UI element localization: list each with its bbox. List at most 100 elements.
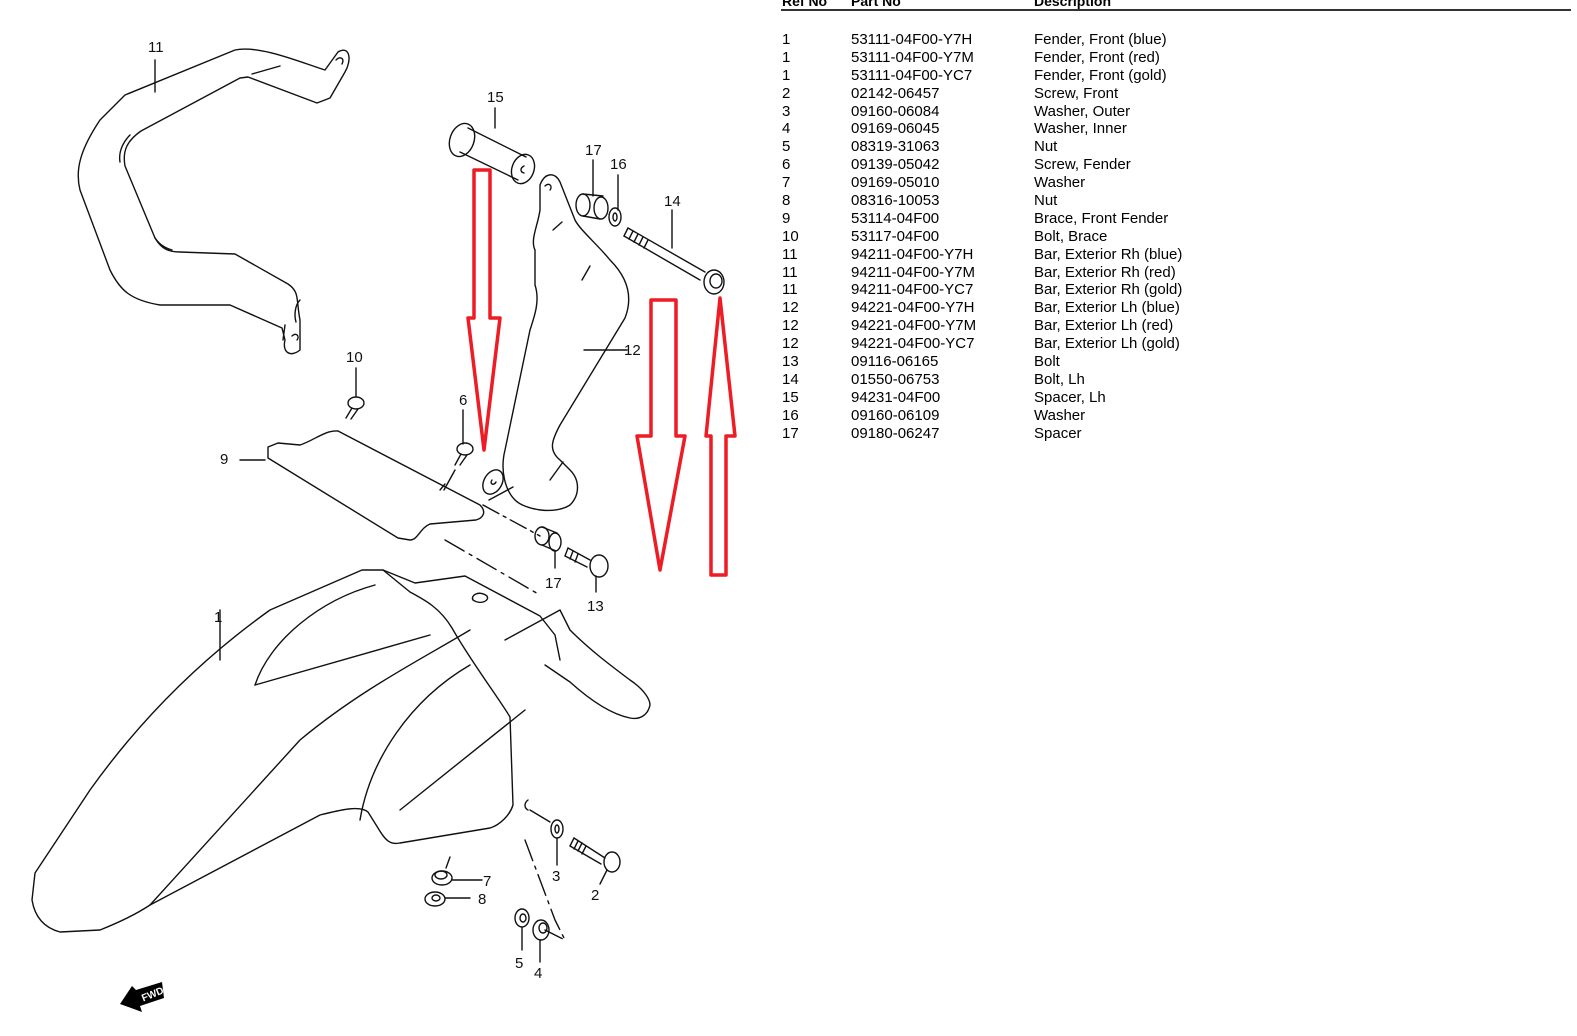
- cell-part-no: 09139-05042: [851, 156, 940, 174]
- red-arrow-down-left: [466, 168, 502, 452]
- cell-ref-no: 15: [782, 388, 799, 406]
- table-row: 3 09160-06084 Washer, Outer: [781, 103, 1571, 121]
- cell-ref-no: 12: [782, 335, 799, 353]
- cell-ref-no: 5: [782, 138, 791, 156]
- cell-part-no: 94211-04F00-Y7M: [851, 263, 975, 281]
- cell-description: Nut: [1034, 192, 1058, 210]
- cell-part-no: 94221-04F00-Y7M: [851, 317, 977, 335]
- cell-part-no: 08316-10053: [851, 192, 940, 210]
- fwd-arrow-icon: FWD: [116, 980, 166, 1020]
- callout-2: 2: [591, 887, 600, 904]
- cell-description: Bar, Exterior Lh (gold): [1034, 335, 1180, 353]
- part-16-washer: [608, 207, 622, 227]
- callout-11: 11: [148, 39, 164, 56]
- assembly-centerline-lower: [524, 839, 566, 941]
- cell-ref-no: 8: [782, 192, 791, 210]
- callout-5: 5: [515, 955, 524, 972]
- table-row: 2 02142-06457 Screw, Front: [781, 85, 1571, 103]
- part-5-nut: [514, 908, 530, 951]
- header-ref-no: Ref No: [782, 0, 828, 9]
- cell-description: Washer: [1034, 406, 1086, 424]
- cell-description: Screw, Front: [1034, 84, 1119, 102]
- cell-ref-no: 11: [782, 281, 798, 299]
- part-7-washer: [431, 856, 483, 886]
- cell-part-no: 08319-31063: [851, 138, 940, 156]
- callout-16: 16: [610, 156, 627, 173]
- cell-description: Washer, Inner: [1034, 120, 1127, 138]
- cell-ref-no: 11: [782, 245, 798, 263]
- cell-part-no: 09116-06165: [851, 353, 939, 371]
- cell-part-no: 53117-04F00: [851, 227, 940, 245]
- cell-ref-no: 12: [782, 299, 799, 317]
- header-part-no: Part No: [851, 0, 901, 9]
- part-1-front-fender: [31, 569, 651, 933]
- assembly-centerline: [482, 504, 541, 537]
- part-9-brace: [239, 430, 485, 541]
- cell-part-no: 01550-06753: [851, 370, 940, 388]
- cell-ref-no: 2: [782, 84, 791, 102]
- cell-description: Fender, Front (gold): [1034, 66, 1167, 84]
- table-header: Ref No Part No Description: [781, 0, 1571, 11]
- callout-7: 7: [483, 873, 492, 890]
- cell-description: Bar, Exterior Rh (gold): [1034, 281, 1183, 299]
- cell-ref-no: 17: [782, 424, 799, 442]
- cell-part-no: 94221-04F00-Y7H: [851, 299, 975, 317]
- callout-10: 10: [346, 349, 363, 366]
- table-row: 8 08316-10053 Nut: [781, 192, 1571, 210]
- cell-part-no: 94211-04F00-YC7: [851, 281, 974, 299]
- callout-8: 8: [478, 891, 487, 908]
- callout-15: 15: [487, 89, 504, 106]
- callout-1: 1: [214, 609, 223, 626]
- cell-part-no: 53114-04F00: [851, 209, 940, 227]
- callout-14: 14: [664, 193, 681, 210]
- callout-3: 3: [552, 868, 561, 885]
- cell-ref-no: 4: [782, 120, 791, 138]
- header-description: Description: [1034, 0, 1112, 9]
- cell-part-no: 53111-04F00-Y7H: [851, 31, 973, 48]
- cell-ref-no: 9: [782, 209, 791, 227]
- cell-part-no: 09169-05010: [851, 174, 940, 192]
- part-3-washer: [529, 809, 564, 866]
- table-row: 11 94211-04F00-Y7M Bar, Exterior Rh (red): [781, 264, 1571, 282]
- part-11-exterior-bar-rh: [77, 48, 350, 355]
- callout-9: 9: [220, 451, 229, 468]
- cell-description: Fender, Front (red): [1034, 48, 1160, 66]
- callout-4: 4: [534, 965, 543, 982]
- part-15-spacer: [448, 122, 536, 185]
- parts-table: Ref No Part No Description 1 53111-04F00-…: [781, 0, 1571, 442]
- cell-description: Nut: [1034, 138, 1058, 156]
- cell-description: Brace, Front Fender: [1034, 209, 1169, 227]
- table-row: 11 94211-04F00-YC7 Bar, Exterior Rh (gold): [781, 281, 1571, 299]
- cell-ref-no: 13: [782, 353, 799, 371]
- cell-description: Bar, Exterior Rh (red): [1034, 263, 1176, 281]
- cell-description: Bar, Exterior Rh (blue): [1034, 245, 1183, 263]
- table-row: 5 08319-31063 Nut: [781, 138, 1571, 156]
- cell-ref-no: 11: [782, 263, 798, 281]
- cell-description: Fender, Front (blue): [1034, 31, 1167, 48]
- cell-ref-no: 3: [782, 102, 791, 120]
- part-13-bolt: [564, 547, 609, 593]
- cell-part-no: 09160-06084: [851, 102, 940, 120]
- cell-description: Washer, Outer: [1034, 102, 1131, 120]
- cell-description: Screw, Fender: [1034, 156, 1131, 174]
- callout-6: 6: [459, 392, 468, 409]
- part-12-mount-bracket: [482, 469, 514, 501]
- cell-description: Bar, Exterior Lh (red): [1034, 317, 1174, 335]
- cell-ref-no: 16: [782, 406, 799, 424]
- cell-part-no: 02142-06457: [851, 84, 940, 102]
- cell-part-no: 09169-06045: [851, 120, 940, 138]
- cell-ref-no: 1: [782, 48, 791, 66]
- part-4-washer: [532, 919, 550, 963]
